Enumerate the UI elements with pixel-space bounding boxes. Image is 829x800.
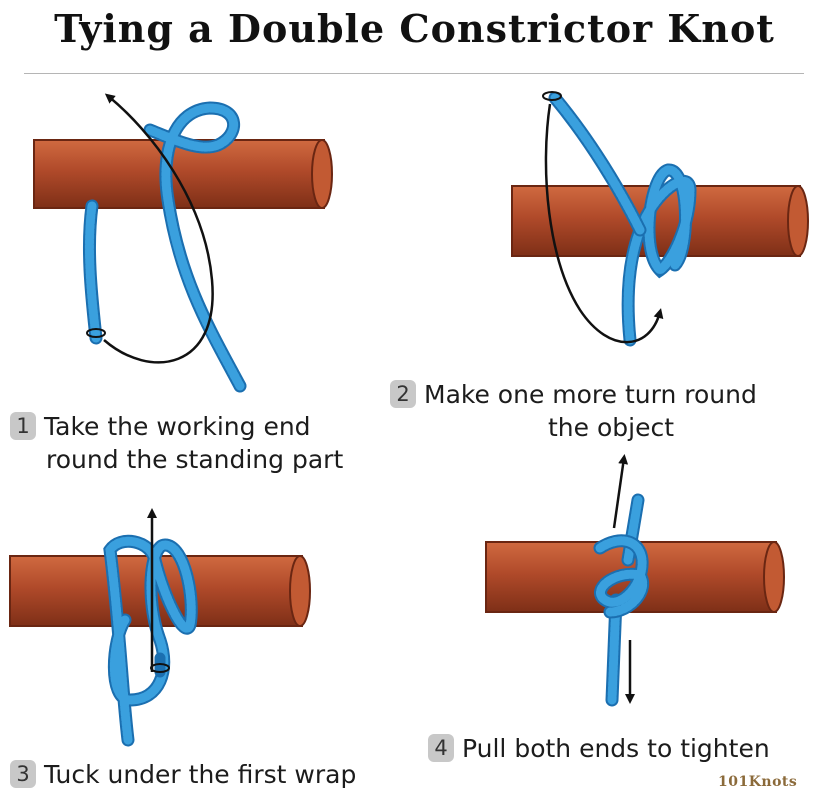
step-4-badge: 4 — [428, 734, 454, 762]
step-1-line-1: Take the working end — [44, 412, 311, 441]
arrows-4 — [612, 454, 635, 704]
brand-logo: 101Knots — [718, 774, 798, 790]
step-2-badge: 2 — [390, 380, 416, 408]
step-2-line-2: the object — [548, 413, 675, 442]
step-1-badge: 1 — [10, 412, 36, 440]
arrow-1 — [103, 93, 214, 364]
arrow-2 — [544, 103, 664, 344]
step-2-line-1: Make one more turn round — [424, 380, 757, 409]
step-2-illustration — [511, 91, 809, 347]
arrow-4-up — [612, 454, 629, 529]
rope-2 — [542, 91, 697, 347]
step-4-caption: 4 Pull both ends to tighten — [428, 732, 770, 765]
step-4-illustration — [485, 454, 785, 707]
step-1-illustration — [33, 93, 333, 393]
step-4-line-1: Pull both ends to tighten — [462, 734, 770, 763]
page-title: Tying a Double Constrictor Knot — [54, 6, 775, 51]
title-divider — [24, 73, 804, 74]
step-3-line-1: Tuck under the first wrap — [44, 760, 357, 789]
rope-1 — [82, 101, 247, 393]
rod-1 — [33, 139, 333, 209]
step-2-caption: 2 Make one more turn round the object — [390, 378, 757, 444]
step-3-illustration — [9, 508, 311, 747]
step-3-caption: 3 Tuck under the first wrap — [10, 758, 356, 791]
step-1-caption: 1 Take the working end round the standing… — [10, 410, 343, 476]
rope-4 — [593, 493, 650, 707]
step-3-badge: 3 — [10, 760, 36, 788]
step-1-line-2: round the standing part — [46, 445, 344, 474]
